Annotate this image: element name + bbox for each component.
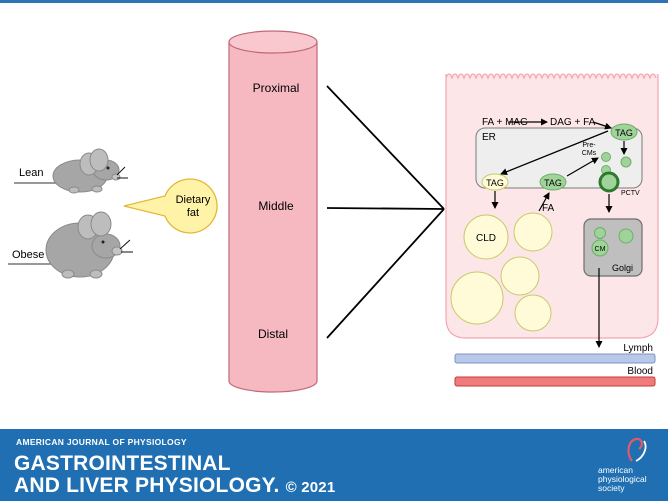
aps-logo-icon xyxy=(627,437,647,462)
lymph-label: Lymph xyxy=(623,343,653,354)
precms-label-2: CMs xyxy=(582,150,597,157)
golgi-label: Golgi xyxy=(612,263,633,273)
tag-label-top: TAG xyxy=(615,128,633,138)
reaction-right-text: DAG + FA xyxy=(550,117,596,128)
society-line2: physiological xyxy=(598,474,647,484)
segment-middle: Middle xyxy=(258,199,294,213)
dietary-fat-bubble xyxy=(123,178,218,234)
tag-droplet-middle xyxy=(539,173,567,191)
tag-label-middle: TAG xyxy=(544,178,562,188)
copyright-year: © 2021 xyxy=(285,479,336,496)
microvilli xyxy=(445,73,657,80)
cld-droplet xyxy=(513,212,553,252)
lean-mouse xyxy=(14,148,128,194)
blood-label: Blood xyxy=(627,366,653,377)
tag-droplet-left xyxy=(481,173,509,191)
reaction-left-text: FA + MAG xyxy=(482,117,528,128)
journal-footer: AMERICAN JOURNAL OF PHYSIOLOGY GASTROINT… xyxy=(0,429,668,501)
cld-droplet xyxy=(463,214,509,260)
enterocyte-cell xyxy=(445,73,659,348)
dietary-fat-label-1: Dietary xyxy=(176,194,211,206)
chylomicron xyxy=(594,227,606,239)
cld-label: CLD xyxy=(476,233,496,244)
precms-label-1: Pre- xyxy=(582,142,596,149)
cld-droplet xyxy=(500,256,540,296)
segment-distal: Distal xyxy=(258,327,288,341)
society-line1: american xyxy=(598,465,633,475)
lymph-vessel xyxy=(454,353,656,364)
obese-mouse xyxy=(8,211,133,279)
cld-droplet xyxy=(450,271,504,325)
pctv-vesicle xyxy=(598,171,620,193)
obese-label: Obese xyxy=(12,249,44,261)
cld-droplet xyxy=(514,294,552,332)
chylomicron xyxy=(591,239,609,257)
diagram-canvas: Lean Obese Dietary fat Proximal Middle D… xyxy=(8,30,659,393)
fa-label: FA xyxy=(542,203,555,214)
journal-title-line2: AND LIVER PHYSIOLOGY. © 2021 xyxy=(14,475,335,499)
journal-name: AMERICAN JOURNAL OF PHYSIOLOGY xyxy=(16,437,187,447)
society-name: american physiological society xyxy=(598,466,647,493)
journal-title-line1: GASTROINTESTINAL xyxy=(14,452,231,475)
society-line3: society xyxy=(598,483,625,493)
segment-connectors xyxy=(326,85,445,339)
blood-vessel xyxy=(454,376,656,387)
chylomicron xyxy=(618,228,634,244)
lean-label: Lean xyxy=(19,167,43,179)
dietary-fat-label-2: fat xyxy=(187,207,199,219)
er-label: ER xyxy=(482,132,496,143)
cm-label: CM xyxy=(595,246,606,253)
journal-title-line2-text: AND LIVER PHYSIOLOGY. xyxy=(14,474,280,497)
pctv-label: PCTV xyxy=(621,190,640,197)
top-rule xyxy=(0,0,668,3)
tag-droplet-top xyxy=(610,123,638,141)
tag-label-left: TAG xyxy=(486,178,504,188)
pre-cm-particle xyxy=(620,156,632,168)
segment-proximal: Proximal xyxy=(253,81,300,95)
pre-cm-particle xyxy=(601,152,611,162)
intestine-cylinder xyxy=(228,30,318,393)
